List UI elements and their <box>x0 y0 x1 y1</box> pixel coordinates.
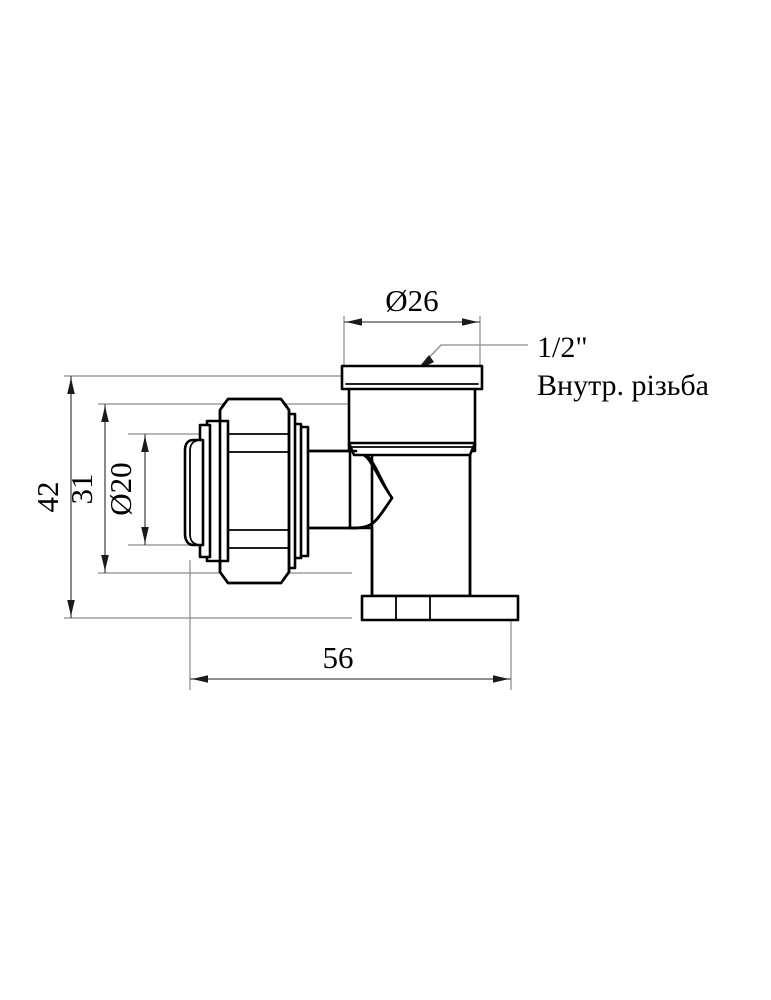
label-inlet-diameter: Ø20 <box>103 462 138 515</box>
arrow-d26-left <box>346 318 362 326</box>
elbow-fillet-curve-inner <box>353 449 394 530</box>
arrow-56-right <box>493 675 509 683</box>
arrow-31-top <box>101 406 109 422</box>
outlet-socket-barrel <box>347 386 477 453</box>
riser-column-fill <box>374 453 468 594</box>
outlet-socket-cap <box>340 364 484 391</box>
valve-body-geometry <box>183 364 520 622</box>
label-thread-size: 1/2" <box>537 331 588 364</box>
arrow-d20-top <box>141 436 149 452</box>
arrow-42-top <box>67 378 75 394</box>
arrow-d26-right <box>462 318 478 326</box>
label-outlet-diameter: Ø26 <box>385 283 438 318</box>
arrow-d20-bottom <box>141 527 149 543</box>
hex-nut-body <box>218 397 291 585</box>
label-center-height: 31 <box>64 474 99 505</box>
inlet-spigot <box>183 438 205 547</box>
label-overall-height: 42 <box>30 482 65 513</box>
dimension-overall-height: 42 <box>30 376 75 618</box>
thread-annotation: 1/2" Внутр. різьба <box>416 331 709 402</box>
inlet-spigot-inner-line <box>189 440 197 545</box>
arrow-31-bottom <box>101 555 109 571</box>
arrow-56-left <box>192 675 208 683</box>
dimension-center-height: 31 <box>64 404 109 573</box>
label-thread-type: Внутр. різьба <box>537 369 709 402</box>
arrow-42-bottom <box>67 600 75 616</box>
dimension-overall-length: 56 <box>190 640 511 683</box>
hex-nut-outline <box>218 397 291 585</box>
dimension-inlet-diameter: Ø20 <box>103 434 149 545</box>
horizontal-body-barrel <box>303 449 357 530</box>
label-overall-length: 56 <box>323 640 354 675</box>
dimension-outlet-diameter: Ø26 <box>344 283 480 326</box>
outlet-socket-shoulder <box>347 441 477 457</box>
bottom-flange <box>360 594 520 622</box>
